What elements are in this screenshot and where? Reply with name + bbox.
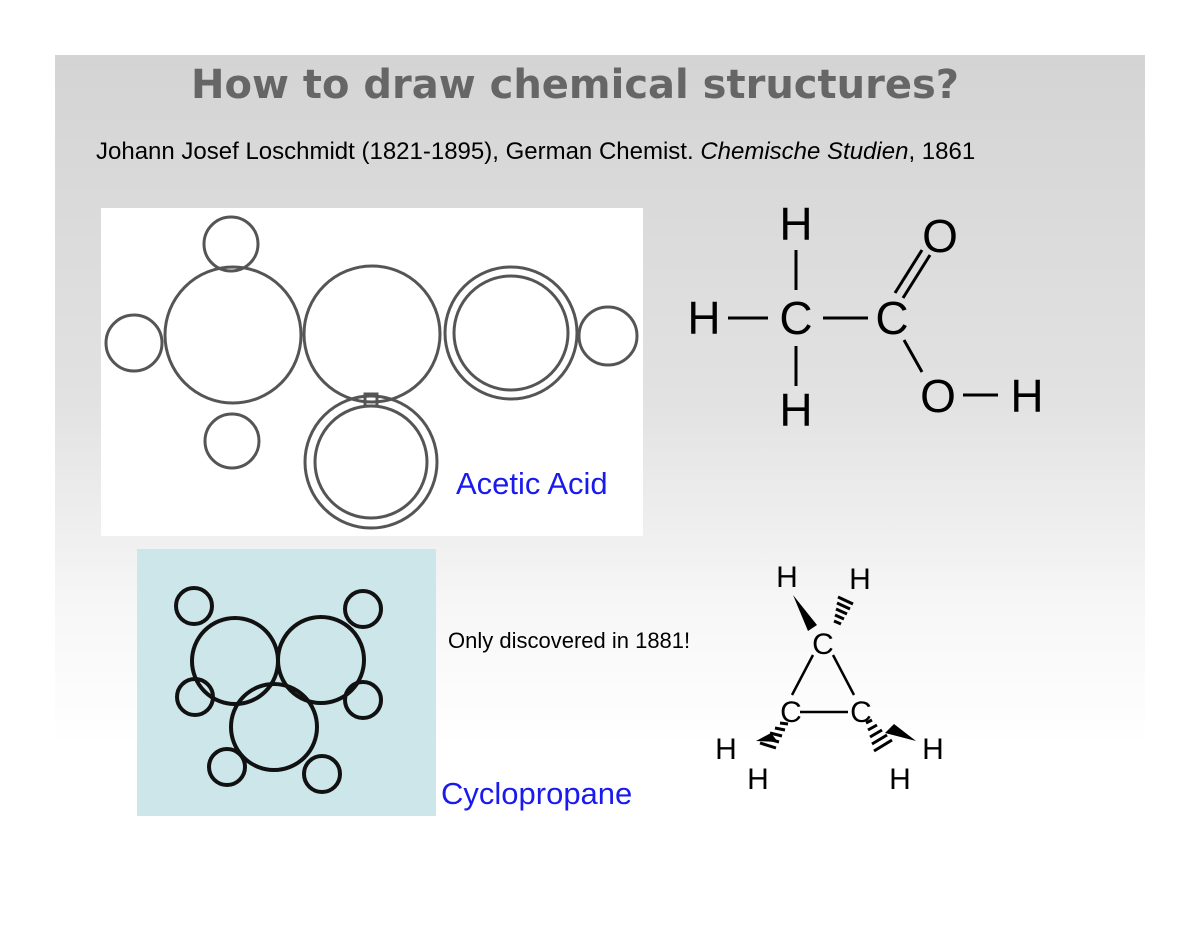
atom-c-right: C (850, 696, 872, 729)
atom-c-carboxyl: C (875, 292, 908, 344)
carbon-circle-left (190, 616, 280, 706)
wedge-top-left (793, 595, 817, 631)
atom-h-right: H (1010, 370, 1043, 422)
atom-c-left: C (780, 696, 802, 729)
atom-h-right-lower: H (889, 763, 911, 796)
atom-c-methyl: C (779, 292, 812, 344)
carbon-circle-methyl (163, 265, 303, 405)
hydrogen-circle-right (577, 305, 639, 367)
bond-c-o-double-a (893, 249, 924, 294)
slide-title: How to draw chemical structures? (191, 62, 959, 108)
bond-c-top-c-left (790, 654, 815, 696)
hash-right-lower (865, 718, 893, 753)
bond-marker (363, 392, 379, 408)
hydrogen-circle-top-left (174, 586, 214, 626)
cyclopropane-circles-drawing (174, 586, 383, 794)
carbon-circle-bottom (229, 682, 319, 772)
hydrogen-circle-left (104, 313, 164, 373)
acetic-acid-loschmidt-figure (101, 208, 643, 536)
oxygen-circle-inner-hydroxyl (313, 404, 429, 520)
cyclopropane-loschmidt-figure (137, 549, 436, 816)
hydrogen-circle-top-right (343, 589, 383, 629)
atom-h-left-outer: H (715, 733, 737, 766)
hydrogen-circle-bottom (203, 412, 261, 470)
subtitle-main-text: Johann Josef Loschmidt (1821-1895), Germ… (96, 138, 701, 165)
atom-o-double: O (922, 210, 958, 262)
hydrogen-circle-bottom-left (207, 747, 247, 787)
hydrogen-circle-mid-right (343, 680, 383, 720)
wedge-right-outer (885, 724, 916, 741)
hash-bonds (759, 595, 893, 753)
subtitle-italic-text: Chemische Studien (700, 138, 909, 165)
atom-o-hydroxyl: O (920, 370, 956, 422)
oxygen-circle-outer-double (443, 265, 579, 401)
hash-top-right (833, 595, 854, 626)
atom-h-left: H (687, 292, 720, 344)
atom-h-bottom: H (779, 384, 812, 436)
bond-c-o-single (902, 339, 924, 373)
acetic-acid-label: Acetic Acid (456, 466, 608, 501)
cyclopropane-label: Cyclopropane (441, 776, 633, 811)
discovery-note: Only discovered in 1881! (448, 628, 691, 653)
cyclopropane-structural-formula: C C C H H H H H H (715, 561, 944, 796)
atom-h-top-left: H (776, 561, 798, 594)
acetic-acid-circles-drawing (104, 215, 639, 530)
atom-h-top-right: H (849, 563, 871, 596)
atom-h-right-outer: H (922, 733, 944, 766)
hydrogen-circle-mid-left (175, 677, 215, 717)
hydrogen-circle-bottom-right (302, 754, 342, 794)
atom-h-left-lower: H (747, 763, 769, 796)
bond-c-top-c-right (831, 654, 856, 696)
oxygen-circle-outer-hydroxyl (303, 394, 439, 530)
slide-subtitle: Johann Josef Loschmidt (1821-1895), Germ… (96, 138, 975, 166)
atom-c-top: C (812, 628, 834, 661)
acetic-acid-structural-formula: H H C C O H O H (687, 198, 1043, 436)
subtitle-end-text: , 1861 (908, 138, 976, 165)
bond-c-o-double-b (901, 254, 932, 299)
atom-h-top: H (779, 198, 812, 250)
carbon-circle-carboxyl (302, 264, 442, 404)
hydrogen-circle-top (202, 215, 260, 273)
oxygen-circle-inner-double (452, 274, 570, 392)
carbon-circle-right (276, 615, 366, 705)
hash-left-lower (759, 721, 789, 750)
